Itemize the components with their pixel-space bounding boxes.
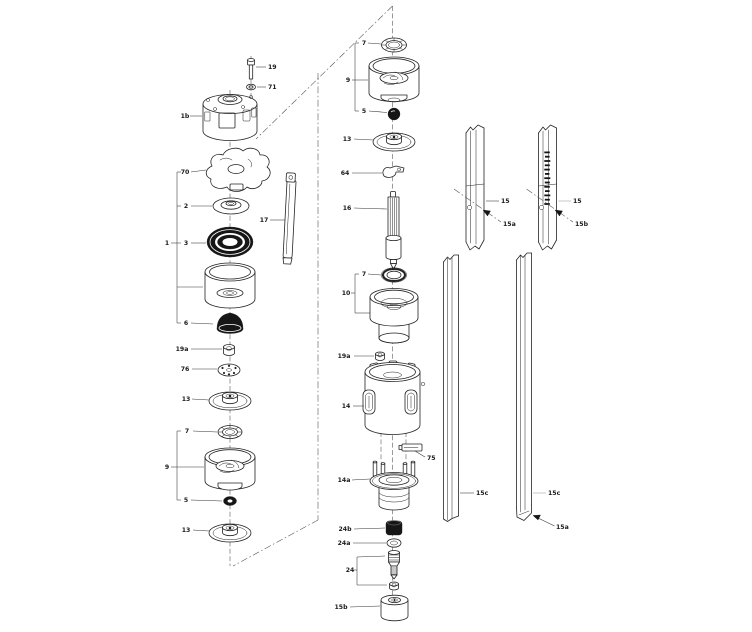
part-bar-screw: 15a [532,514,569,531]
label-rubber-dome: 6 [184,320,188,327]
part-bearing-ring-lower: 7 [362,267,408,283]
label-upper-disc: 2 [184,203,188,210]
part-chamber-bowl [204,262,256,309]
part-lock-nut-left: 19a [176,344,235,356]
part-pump-shaft: 16 [343,191,402,270]
label-discharge-casing: 1b [181,113,190,120]
label-guard-screw-left: 15a [503,221,516,228]
bracket-chamber-assembly [176,171,203,324]
label-seal-ring: 3 [184,240,188,247]
label-lock-nut-mid: 19a [338,353,351,360]
part-discharge-casing: 1b [181,94,258,141]
label-pump-bowl-mid: 9 [346,77,350,84]
part-spacer-washer: 76 [181,363,241,377]
phantom-lines [232,5,393,567]
label-small-seal-left: 5 [184,497,188,504]
label-impeller-lower: 13 [182,527,191,534]
label-strap-group: 17 [260,217,285,224]
label-spacer-washer: 76 [181,366,190,373]
part-bearing-ring-left: 7 [185,425,243,439]
part-motor-bracket: 14a [338,460,419,511]
part-retainer-clip: 64 [341,165,405,178]
part-small-seal-left: 5 [184,496,237,506]
label-pump-bowl-left: 9 [165,464,169,471]
part-suction-bowl: 10 [342,288,419,344]
label-suction-bowl: 10 [342,290,351,297]
label-guard-screw-right: 15b [575,221,589,228]
part-valve-assembly: 24 [346,550,400,591]
part-impeller-lower: 13 [182,523,252,543]
label-suction-casing: 14 [342,403,351,410]
label-claw-coupling: 70 [181,169,190,176]
part-lock-nut-mid: 19a [338,351,385,361]
part-guard-screw-left: 15a [453,188,516,228]
part-cable-guard-right: 15 [538,124,582,251]
part-guard-screw-right: 15b [526,188,589,228]
label-valve-washer: 24a [338,540,351,547]
part-guard-bar-right: 15c [516,252,561,521]
label-ball-seal: 5 [362,108,366,115]
part-impeller-mid: 13 [343,132,416,152]
label-strap: 17 [260,217,269,224]
label-retainer-clip: 64 [341,170,350,177]
part-rubber-dome: 6 [184,312,244,334]
part-pump-bowl-mid: 9 [346,56,420,103]
part-strap [282,172,297,265]
label-washer-71: 71 [268,84,277,91]
part-guard-bar-left: 15c [443,254,489,522]
label-impeller-mid: 13 [343,136,352,143]
label-base-cup: 15b [334,604,348,611]
part-upper-disc: 2 [184,197,250,215]
part-bearing-ring-top: 7 [362,37,407,53]
label-chamber-assembly: 1 [165,240,169,247]
label-lock-nut-left: 19a [176,346,189,353]
label-impeller-upper: 13 [182,396,191,403]
part-claw-coupling: 70 [181,147,271,192]
part-washer-71: 71 [246,83,277,91]
label-valve-assembly: 24 [346,567,355,574]
part-pump-bowl-left: 9 [165,447,256,491]
part-ball-seal: 5 [362,107,401,121]
bracket-pump-bowl-left [176,430,204,501]
part-suction-casing: 14 [342,360,426,435]
label-guard-bar-left: 15c [476,490,489,497]
label-guard-bar-right: 15c [548,490,561,497]
label-clamp-plate: 75 [427,455,436,462]
label-bearing-ring-lower: 7 [362,271,366,278]
part-filter-plug: 24b [338,520,403,536]
label-filter-plug: 24b [338,526,352,533]
bracket-pump-bowl-mid [354,42,368,112]
label-bearing-ring-top: 7 [362,40,366,47]
part-cable-guard-left: 15 [465,124,510,251]
part-impeller-upper: 13 [182,391,252,411]
label-pump-shaft: 16 [343,205,352,212]
part-valve-washer: 24a [338,538,402,548]
label-cable-guard-left: 15 [501,198,510,205]
label-hex-bolt: 19 [268,64,277,71]
label-chamber-assembly-group: 1 [165,240,177,247]
label-bearing-ring-left: 7 [185,428,189,435]
part-clamp-plate: 75 [398,443,436,462]
part-base-cup: 15b [334,594,409,622]
part-hex-bolt: 19 [247,58,277,80]
label-motor-bracket: 14a [338,477,351,484]
nameplate-text-marks [544,151,551,205]
label-cable-guard-right: 15 [573,198,582,205]
label-bar-screw: 15a [556,524,569,531]
part-seal-ring: 3 [184,226,254,258]
bracket-suction-bowl [354,273,371,314]
